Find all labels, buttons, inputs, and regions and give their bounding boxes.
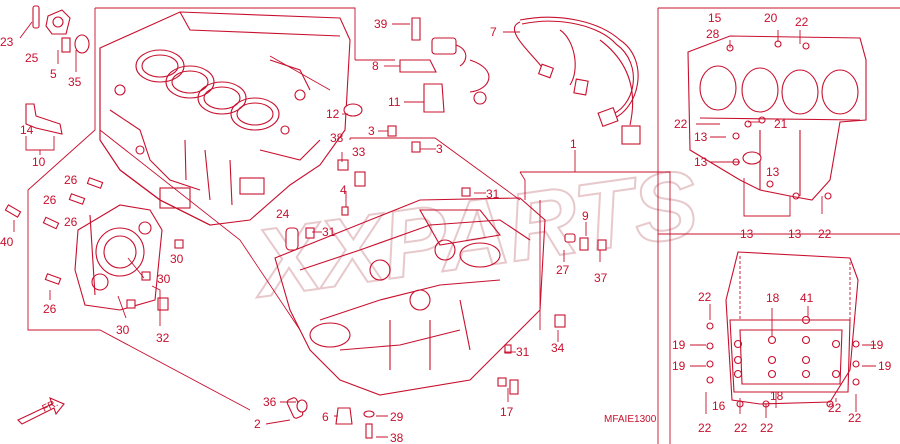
callout-26-c: 26 — [64, 215, 78, 229]
inset-upper-case-drawing — [687, 35, 867, 201]
callout-6: 6 — [322, 410, 329, 424]
callout-22-e: 22 — [828, 401, 842, 415]
callout-22-f: 22 — [848, 411, 862, 425]
callout-18-a: 18 — [766, 291, 780, 305]
callout-13-c: 13 — [766, 165, 780, 179]
callout-13-d: 13 — [740, 227, 754, 241]
callout-10: 10 — [32, 155, 46, 169]
callout-26-a: 26 — [64, 173, 78, 187]
callout-38-b: 38 — [390, 431, 404, 444]
callout-19-a: 19 — [672, 338, 686, 352]
callout-17: 17 — [500, 405, 514, 419]
callout-16: 16 — [712, 399, 726, 413]
callout-31-c: 31 — [516, 345, 530, 359]
callout-19-b: 19 — [672, 359, 686, 373]
callout-29: 29 — [390, 410, 404, 424]
callout-38-a: 38 — [330, 131, 344, 145]
callout-35: 35 — [68, 75, 82, 89]
inset-lower-case-drawing — [706, 251, 860, 408]
callout-32: 32 — [156, 331, 170, 345]
callout-14: 14 — [20, 123, 34, 137]
callout-39: 39 — [374, 17, 388, 31]
callout-labels: 23 25 5 35 14 10 26 26 26 26 40 30 30 30… — [0, 11, 892, 444]
callout-8: 8 — [372, 59, 379, 73]
callout-30-b: 30 — [157, 272, 171, 286]
callout-34: 34 — [551, 341, 565, 355]
callout-18-b: 18 — [770, 389, 784, 403]
callout-36: 36 — [263, 395, 277, 409]
callout-26-b: 26 — [43, 193, 57, 207]
callout-22-h: 22 — [734, 421, 748, 435]
frames-and-leaders — [13, 7, 900, 444]
upper-crankcase-drawing — [99, 11, 351, 226]
callout-2: 2 — [254, 417, 261, 431]
callout-4: 4 — [340, 183, 347, 197]
callout-25: 25 — [25, 51, 39, 65]
callout-22-g: 22 — [698, 421, 712, 435]
callout-19-d: 19 — [878, 359, 892, 373]
callout-11: 11 — [388, 95, 401, 109]
callout-22-a: 22 — [795, 15, 809, 29]
callout-22-c: 22 — [818, 227, 832, 241]
callout-40: 40 — [0, 235, 14, 249]
callout-21: 21 — [774, 117, 788, 131]
callout-30-c: 30 — [116, 323, 130, 337]
callout-7: 7 — [490, 25, 497, 39]
bottom-small-parts-drawing — [286, 379, 519, 439]
callout-20: 20 — [764, 11, 778, 25]
callout-3-b: 3 — [436, 142, 443, 156]
callout-41: 41 — [800, 291, 814, 305]
callout-5: 5 — [50, 67, 57, 81]
callout-15: 15 — [708, 11, 722, 25]
callout-30-a: 30 — [170, 252, 184, 266]
callout-9: 9 — [582, 209, 589, 223]
sensor-parts-center-drawing — [337, 17, 467, 216]
callout-28: 28 — [706, 27, 720, 41]
callout-13-a: 13 — [694, 130, 708, 144]
callout-12: 12 — [326, 107, 340, 121]
fittings-right-drawing — [285, 187, 607, 251]
callout-24: 24 — [276, 207, 290, 221]
wire-harness-drawing — [469, 16, 641, 145]
callout-13-b: 13 — [694, 155, 708, 169]
callout-13-e: 13 — [788, 227, 802, 241]
callout-33: 33 — [352, 145, 366, 159]
callout-1: 1 — [570, 137, 577, 151]
callout-31-a: 31 — [486, 187, 500, 201]
callout-37: 37 — [594, 271, 608, 285]
callout-22-i: 22 — [760, 421, 774, 435]
side-cover-drawing — [4, 177, 184, 311]
callout-23: 23 — [0, 35, 14, 49]
callout-31-b: 31 — [322, 225, 336, 239]
callout-22-d: 22 — [698, 290, 712, 304]
lower-crankcase-drawing — [274, 197, 566, 396]
sensor-parts-left-drawing — [25, 5, 90, 135]
part-drawings — [4, 5, 867, 439]
callout-22-b: 22 — [674, 117, 688, 131]
callout-26-d: 26 — [43, 302, 57, 316]
callout-27: 27 — [556, 263, 570, 277]
diagram-code: MFAIE1300 — [604, 414, 657, 425]
callout-19-c: 19 — [870, 338, 884, 352]
callout-3-a: 3 — [368, 124, 375, 138]
front-direction-arrow — [17, 397, 65, 425]
